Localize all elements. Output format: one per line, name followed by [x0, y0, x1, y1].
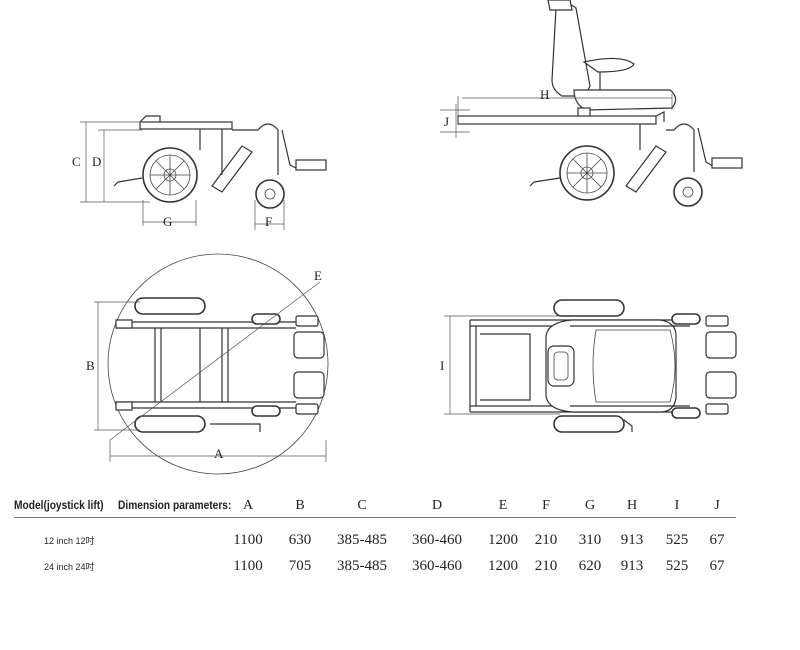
table-header-model: Model(joystick lift) [14, 498, 104, 512]
column-header-G: G [584, 498, 596, 513]
dimension-F: F [254, 200, 285, 230]
dimension-I: I [440, 315, 560, 415]
column-header-A: A [242, 498, 254, 513]
dimension-table: Model(joystick lift) Dimension parameter… [0, 490, 800, 650]
column-header-H: H [626, 498, 638, 513]
table-header-rule [14, 517, 736, 518]
label-J: J [444, 114, 449, 129]
label-C: C [72, 154, 81, 169]
table-cell: 630 [288, 532, 312, 548]
side-view-lowered [113, 115, 327, 209]
table-cell: 1100 [233, 558, 263, 574]
table-cell: 525 [665, 558, 689, 574]
table-cell: 210 [534, 532, 558, 548]
column-header-J: J [714, 498, 720, 513]
column-header-D: D [431, 498, 443, 513]
dimension-G: G [142, 200, 197, 229]
table-cell: 67 [709, 532, 725, 548]
row-label-12-inch: 12 inch 12吋 [44, 536, 95, 546]
top-view-seat [469, 299, 737, 433]
table-cell: 913 [620, 558, 644, 574]
table-cell: 705 [288, 558, 312, 574]
top-view-turning [107, 253, 329, 475]
label-A: A [214, 446, 224, 461]
table-cell: 620 [578, 558, 602, 574]
wheelchair-dimension-drawing: C D G F [72, 0, 743, 475]
table-header-params: Dimension parameters: [118, 498, 232, 512]
label-G: G [163, 214, 172, 229]
table-cell: 385-485 [337, 532, 387, 548]
column-header-E: E [498, 498, 508, 513]
column-header-C: C [357, 498, 367, 513]
table-cell: 1100 [233, 532, 263, 548]
table-cell: 67 [709, 558, 725, 574]
dimension-B: B [86, 301, 140, 431]
dimension-J: J [440, 104, 470, 138]
table-cell: 360-460 [412, 532, 462, 548]
table-cell: 525 [665, 532, 689, 548]
column-header-I: I [674, 498, 680, 513]
label-I: I [440, 358, 444, 373]
label-F: F [265, 214, 272, 229]
table-cell: 310 [578, 532, 602, 548]
column-header-B: B [295, 498, 305, 513]
row-label-24-inch: 24 inch 24吋 [44, 562, 95, 572]
column-header-F: F [542, 498, 550, 513]
label-D: D [92, 154, 101, 169]
label-H: H [540, 87, 549, 102]
label-B: B [86, 358, 95, 373]
table-cell: 1200 [488, 558, 518, 574]
table-cell: 360-460 [412, 558, 462, 574]
table-cell: 210 [534, 558, 558, 574]
dimension-C-D: C D [72, 121, 150, 203]
dimension-A: A [109, 440, 327, 462]
table-cell: 385-485 [337, 558, 387, 574]
table-cell: 913 [620, 532, 644, 548]
table-cell: 1200 [488, 532, 518, 548]
side-view-raised [457, 0, 743, 207]
label-E: E [314, 268, 322, 283]
